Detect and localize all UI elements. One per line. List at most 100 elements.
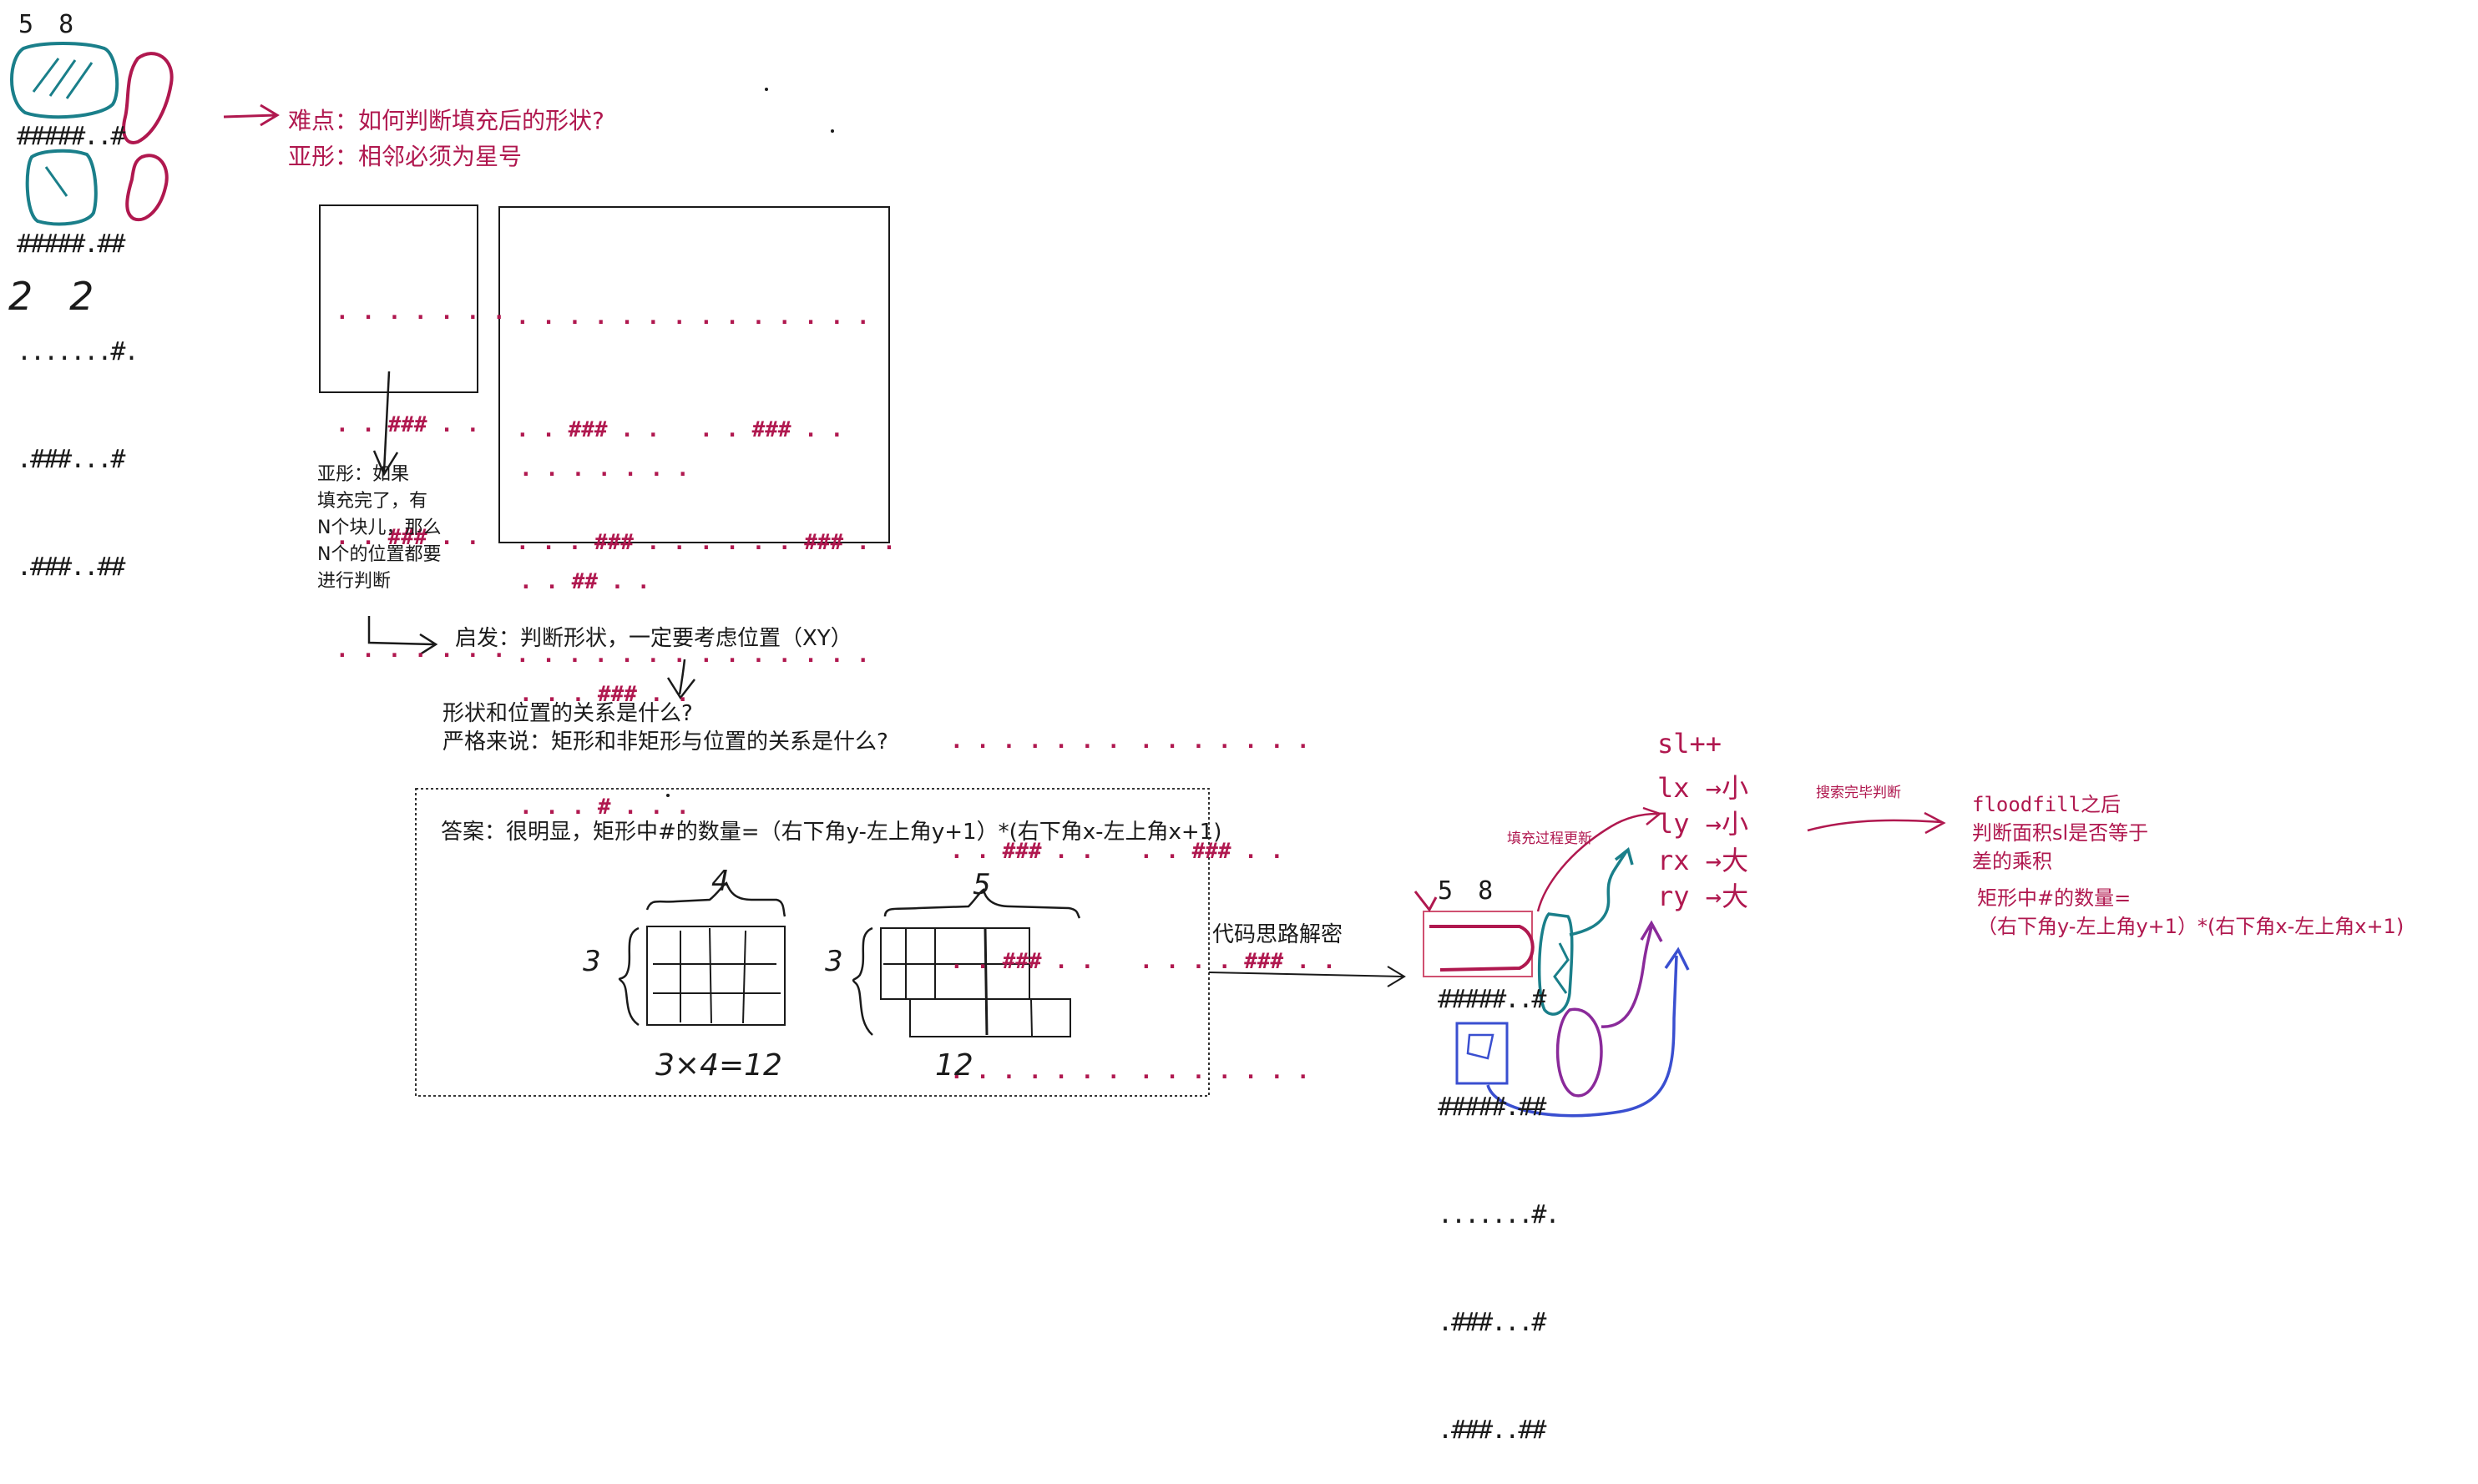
stray-dot-1 [765, 88, 768, 91]
small-box-grid: . . . . . . . . . ### . . . . ### . . . … [336, 219, 506, 707]
red-pen-tick [1413, 891, 1438, 912]
note-line: N个的位置都要 [317, 544, 442, 565]
red-arrow-update [1536, 806, 1662, 912]
small-box-row: . . ### . . [336, 525, 480, 550]
side-grid-row: . . ### . . [950, 949, 1095, 974]
var-rx: rx →大 [1657, 845, 1749, 876]
side-grid-row: . . . . . . . [1140, 729, 1310, 754]
red-loop-top [122, 52, 174, 144]
var-lx: lx →小 [1657, 772, 1749, 804]
top-grid-row: .......#. [17, 337, 139, 366]
conclusion-line-4: 矩形中#的数量= [1977, 886, 2132, 910]
difficulty-line-2: 亚彤：相邻必须为星号 [288, 143, 523, 170]
large-box-grid-b: . . . . . . . . . ### . . . . . . ### . … [700, 224, 896, 712]
side-grid-right: . . . . . . . . . ### . . . . . . ### . … [1140, 649, 1336, 1127]
var-sl: sl++ [1657, 728, 1722, 760]
large-box-row: . . . . ### . . [700, 530, 896, 555]
red-pen-loop [1429, 925, 1535, 972]
top-grid: #####..# #####.## .......#. .###...# .##… [17, 47, 139, 621]
conclusion-line-5: （右下角y-左上角y+1）*(右下角x-左上角x+1) [1977, 915, 2405, 938]
right-sketch-grid [852, 888, 1081, 1037]
stray-dot-3 [666, 794, 670, 797]
purple-loop [1555, 1007, 1603, 1098]
large-box-row: . . . # . . . [519, 795, 690, 820]
arrow-to-inspiration [367, 616, 438, 656]
difficulty-line-1: 难点：如何判断填充后的形状? [288, 107, 604, 134]
bottom-grid: #####..# #####.## .......#. .###...# .##… [1438, 910, 1560, 1484]
small-grid-box [319, 204, 478, 393]
stray-dot-2 [831, 129, 834, 133]
large-box-row: . . . . . . . [516, 643, 686, 668]
answer-text: 答案：很明显，矩形中#的数量=（右下角y-左上角y+1）*(右下角x-左上角x+… [441, 820, 1222, 845]
large-grid-box [498, 206, 890, 543]
blue-box [1455, 1022, 1509, 1085]
top-grid-row: #####.## [17, 230, 125, 259]
sketch-left-side: 3 [583, 945, 601, 978]
large-box-row: . . . . . . . [700, 643, 870, 668]
sketch-right-top: 5 [973, 868, 991, 901]
bottom-grid-row: .......#. [1438, 1200, 1560, 1229]
side-grid-row: . . . . . . . [950, 729, 1120, 754]
side-grid-row: . . . . ### . . [1140, 949, 1336, 974]
arrow-to-note [372, 371, 399, 477]
left-sketch-grid [618, 881, 786, 1027]
update-label: 填充过程更新 [1507, 830, 1592, 847]
large-box-grid-a: . . . . . . . . . ### . . . . . ### . . … [516, 224, 686, 712]
code-label: 代码思路解密 [1212, 922, 1343, 947]
large-box-row: . . ### . . [700, 417, 844, 442]
large-box-row: . . ### . . [516, 417, 660, 442]
question-line-2: 严格来说：矩形和非矩形与位置的关系是什么? [442, 729, 888, 755]
teal-column-loop [1537, 912, 1574, 1016]
conclusion-line-1: floodfill之后 [1972, 793, 2121, 816]
large-box-row: . . . ### . . [516, 530, 686, 555]
side-grid-row: . . . . . . . [1140, 1059, 1310, 1084]
bottom-grid-row: #####.## [1438, 1093, 1546, 1122]
note-line: 亚彤：如果 [317, 464, 410, 485]
large-box-row: . . ## . . [519, 569, 650, 594]
top-grid-row: .###..## [17, 553, 125, 582]
large-box-row: . . . . . . . [516, 305, 686, 330]
teal-hatch [32, 58, 94, 99]
large-box-row: . . . ### . . [519, 682, 690, 707]
teal-zigzag [1553, 942, 1570, 994]
whiteboard-canvas [10, 42, 1946, 1118]
arrow-to-question [666, 659, 695, 700]
sketch-left-caption: 3×4=12 [655, 1048, 782, 1083]
large-box-row: . . . . . . . [519, 457, 690, 482]
sketch-right-side: 3 [825, 945, 843, 978]
teal-loop-top [10, 42, 119, 119]
var-ry: ry →大 [1657, 881, 1749, 912]
blue-scribble [1466, 1033, 1494, 1060]
var-ly: ly →小 [1657, 808, 1749, 840]
conclusion-line-2: 判断面积sl是否等于 [1972, 821, 2149, 845]
bottom-grid-row: #####..# [1438, 985, 1546, 1014]
small-box-row: . . . . . . . [336, 300, 506, 325]
top-grid-header: 5 8 [18, 10, 79, 39]
blue-arrow-up [1486, 946, 1690, 1118]
sketch-right-caption: 12 [935, 1048, 974, 1083]
side-grid-row: . . . . . . . [950, 1059, 1120, 1084]
large-box-row: . . . . . . . [700, 305, 870, 330]
note-line: 填充完了，有 [317, 491, 428, 512]
small-box-row: . . ### . . [336, 412, 480, 437]
small-box-row: . . . . . . . [336, 638, 506, 663]
search-label: 搜索完毕判断 [1816, 785, 1901, 801]
sketch-left-top: 4 [711, 865, 730, 898]
side-grid-left: . . . . . . . . . ### . . . . ### . . . … [950, 649, 1120, 1127]
purple-arrow-up [1601, 920, 1663, 1028]
side-grid-row: . . ### . . [1140, 839, 1284, 864]
top-grid-row: .###...# [17, 445, 125, 474]
red-arrow-search [1807, 811, 1946, 835]
note-yatong: 亚彤：如果 填充完了，有 N个块儿，那么 N个的位置都要 进行判断 [317, 462, 441, 595]
side-grid-row: . . ### . . [950, 839, 1095, 864]
top-result: 2 2 [8, 274, 94, 319]
arrow-to-code-grid [1208, 966, 1406, 987]
note-line: N个块儿，那么 [317, 517, 442, 538]
teal-arrow-up [1569, 846, 1634, 936]
bottom-grid-row: .###..## [1438, 1416, 1546, 1445]
teal-hatch-bottom [44, 166, 68, 197]
bottom-grid-header: 5 8 [1438, 876, 1499, 906]
note-line: 进行判断 [317, 571, 392, 592]
inspiration-text: 启发：判断形状，一定要考虑位置（XY） [455, 626, 852, 651]
question-line-1: 形状和位置的关系是什么? [442, 701, 693, 726]
